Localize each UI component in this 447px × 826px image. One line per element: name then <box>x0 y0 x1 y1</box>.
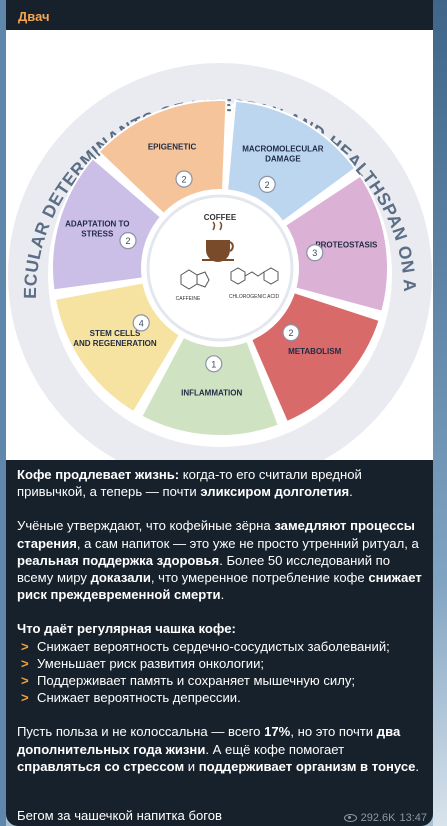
segment-wedge <box>53 281 182 414</box>
aging-infographic: MOLECULAR DETERMINANTS OF LIFESPAN AND H… <box>6 30 432 460</box>
segment-number: 3 <box>312 248 317 258</box>
list-title: Что даёт регулярная чашка кофе: <box>17 621 236 637</box>
arrow-icon: > <box>21 673 29 689</box>
segment-label: PROTEOSTASIS <box>315 241 378 250</box>
message-bubble[interactable]: Двач MOLECULAR DETERMINANTS OF LIFESPAN … <box>6 0 433 826</box>
segment-number-badge <box>258 175 276 193</box>
segment-label: DAMAGE <box>265 155 301 164</box>
segment-label: MACROMOLECULAR <box>242 145 324 154</box>
segment-number-badge <box>119 232 137 250</box>
post-image[interactable]: MOLECULAR DETERMINANTS OF LIFESPAN AND H… <box>6 30 433 460</box>
segments-group: EPIGENETIC2MACROMOLECULARDAMAGE2PROTEOST… <box>51 99 389 437</box>
center-title: COFFEE <box>204 213 237 222</box>
segment-number-badge <box>175 170 193 188</box>
chlorogenic-acid-label: CHLOROGENIC ACID <box>229 294 280 300</box>
segment-wedge <box>51 156 163 292</box>
segment-number-badge <box>306 244 324 262</box>
segment-wedge <box>226 99 357 224</box>
paragraph-4: Пусть польза и не колоссальна — всего 17… <box>17 724 420 774</box>
segment-number: 1 <box>211 359 216 369</box>
coffee-cup-icon <box>202 221 234 262</box>
caffeine-label: CAFFEINE <box>176 296 201 302</box>
background-right-edge <box>433 0 447 826</box>
segment-label: METABOLISM <box>288 347 342 356</box>
arrow-icon: > <box>21 690 29 706</box>
chlorogenic-acid-molecule-icon <box>230 267 279 285</box>
segment-number-badge <box>132 314 150 332</box>
arrow-icon: > <box>21 638 29 654</box>
benefits-section: Что даёт регулярная чашка кофе: >Снижает… <box>17 620 427 706</box>
segment-number-badge <box>282 323 300 342</box>
segment-label: AND REGENERATION <box>73 339 157 348</box>
segment-wedge <box>283 174 389 313</box>
paragraph-2: Учёные утверждают, что кофейные зёрна за… <box>17 518 422 603</box>
list-item: >Снижает вероятность сердечно-сосудистых… <box>17 638 427 655</box>
list-item: >Уменьшает риск развития онкологии; <box>17 655 427 672</box>
segment-wedge <box>139 335 281 437</box>
segment-label: INFLAMMATION <box>181 389 242 398</box>
segment-wedge <box>249 290 381 424</box>
list-item: >Снижает вероятность депрессии. <box>17 689 427 706</box>
views-icon <box>343 814 357 822</box>
post-caption: Кофе продлевает жизнь: когда-то его счит… <box>17 466 427 792</box>
benefits-list: >Снижает вероятность сердечно-сосудистых… <box>17 638 427 707</box>
arrow-icon: > <box>21 655 29 671</box>
center-circle <box>146 194 294 342</box>
view-count: 292.6K <box>360 812 396 824</box>
list-item: >Поддерживает память и сохраняет мышечну… <box>17 672 427 689</box>
segment-number: 2 <box>289 328 294 338</box>
channel-name[interactable]: Двач <box>18 9 50 24</box>
segment-label: ADAPTATION TO <box>65 219 129 228</box>
segment-wedge <box>97 99 228 216</box>
paragraph-1: Кофе продлевает жизнь: когда-то его счит… <box>17 467 362 500</box>
message-time: 13:47 <box>399 812 427 824</box>
last-line: Бегом за чашечкой напитка богов <box>17 808 222 823</box>
segment-number: 2 <box>265 180 270 190</box>
segment-label: STRESS <box>81 229 114 238</box>
background-left-edge <box>0 0 6 826</box>
message-meta: 292.6K 13:47 <box>343 812 427 824</box>
segment-number: 2 <box>182 174 187 184</box>
segment-number: 2 <box>125 236 130 246</box>
caffeine-molecule-icon <box>180 269 210 290</box>
segment-label: STEM CELLS <box>90 329 141 338</box>
segment-number: 4 <box>139 318 144 328</box>
segment-number-badge <box>205 355 223 373</box>
segment-label: EPIGENETIC <box>148 142 197 151</box>
